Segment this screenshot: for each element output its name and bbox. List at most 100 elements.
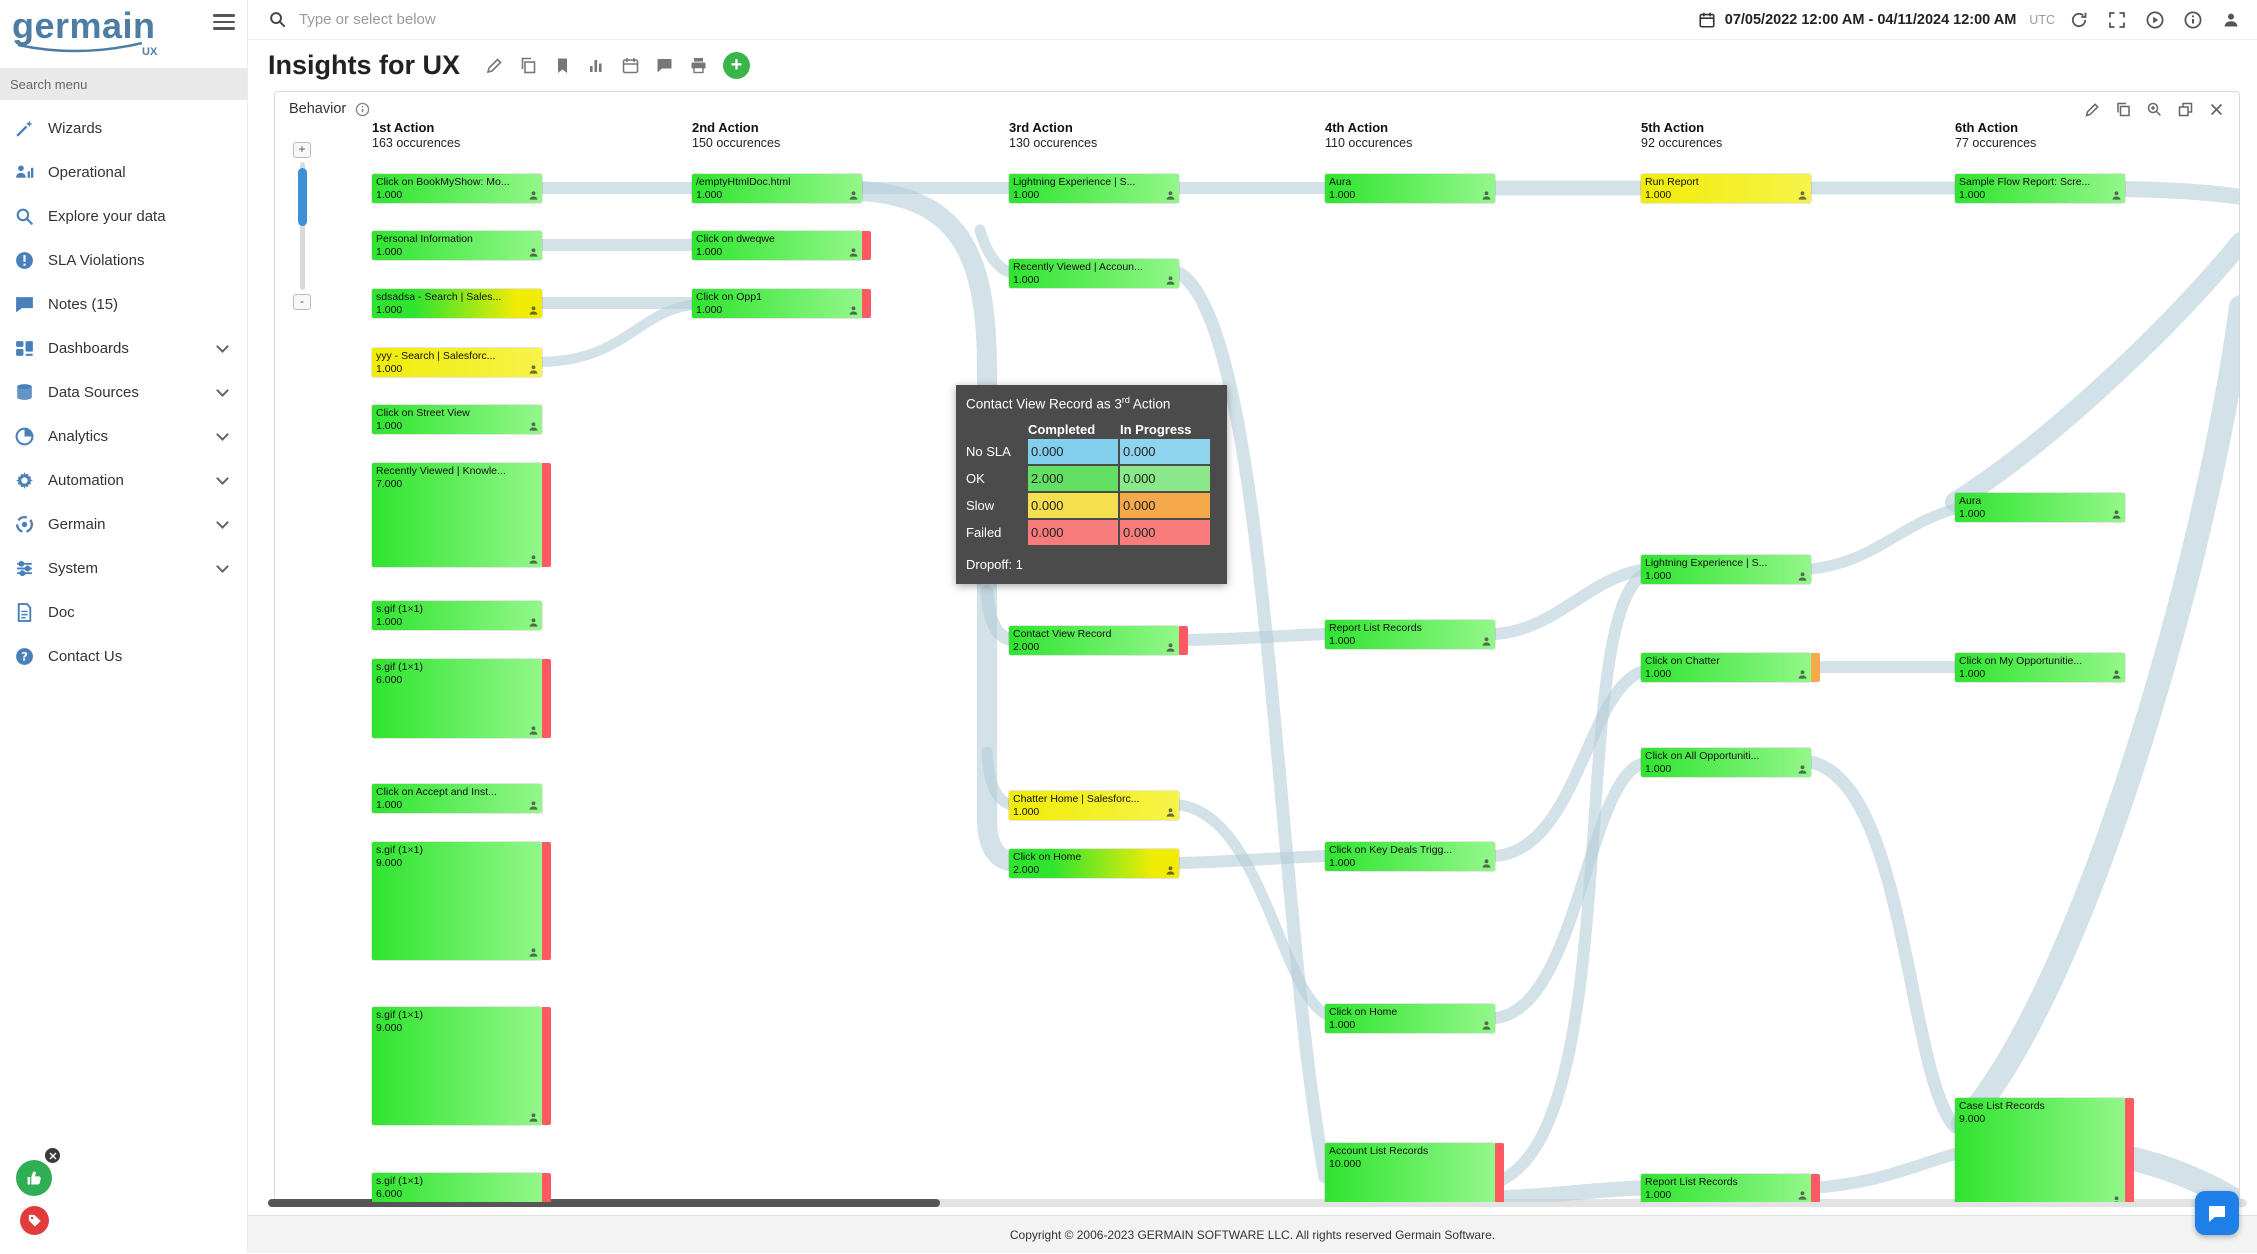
feedback-tag-button[interactable] [20,1206,49,1235]
panel-close-icon[interactable] [2208,101,2225,118]
flow-node[interactable]: s.gif (1×1)6.000 [372,659,551,738]
wand-icon [14,118,35,139]
horizontal-scrollbar-thumb[interactable] [268,1199,940,1207]
app-logo: germain UX [0,0,247,64]
flow-node[interactable]: s.gif (1×1)9.000 [372,842,551,960]
print-icon[interactable] [689,56,708,75]
flow-node[interactable]: sdsadsa - Search | Sales...1.000 [372,289,542,318]
flow-node[interactable]: s.gif (1×1)1.000 [372,601,542,630]
play-button[interactable] [2145,9,2167,31]
sidebar-item-contact-us[interactable]: ?Contact Us [0,634,247,678]
panel-copy-icon[interactable] [2115,101,2132,118]
user-count-icon [529,1113,538,1122]
fullscreen-button[interactable] [2107,9,2129,31]
node-tooltip: Contact View Record as 3rd Action Comple… [956,385,1227,584]
edit-icon[interactable] [485,56,504,75]
flow-node[interactable]: Click on Accept and Inst...1.000 [372,784,542,813]
flow-node[interactable]: Lightning Experience | S...1.000 [1009,174,1179,203]
panel-zoom-icon[interactable] [2146,101,2163,118]
info-button[interactable] [2183,9,2205,31]
feedback-thumbs-up-button[interactable] [16,1160,52,1196]
sidebar-item-wizards[interactable]: Wizards [0,106,247,150]
sidebar-item-germain[interactable]: Germain [0,502,247,546]
bookmark-icon[interactable] [553,56,572,75]
zoom-in-button[interactable]: + [293,142,311,158]
sidebar-item-notes[interactable]: Notes (15) [0,282,247,326]
flow-node[interactable]: Click on All Opportuniti...1.000 [1641,748,1811,777]
dropoff-strip [2125,1098,2134,1202]
refresh-button[interactable] [2069,9,2091,31]
user-count-icon [849,306,858,315]
flow-node[interactable]: Click on BookMyShow: Mo...1.000 [372,174,542,203]
sidebar-item-data-sources[interactable]: Data Sources [0,370,247,414]
zoom-slider-track[interactable] [297,162,307,290]
sidebar-menu-search[interactable]: Search menu [0,68,247,100]
dropoff-strip [542,842,551,960]
alert-icon [14,250,35,271]
chart-icon[interactable] [587,56,606,75]
hamburger-menu-icon[interactable] [211,8,237,32]
sidebar-item-analytics[interactable]: Analytics [0,414,247,458]
info-icon[interactable] [355,102,370,117]
sidebar-item-system[interactable]: System [0,546,247,590]
chat-widget-button[interactable] [2195,1191,2239,1235]
chat-bubble-icon [2209,1206,2225,1222]
user-button[interactable] [2221,9,2243,31]
sidebar-item-operational[interactable]: Operational [0,150,247,194]
zoom-slider-handle[interactable] [297,168,307,226]
analytics-icon [14,426,35,447]
panel-restore-icon[interactable] [2177,101,2194,118]
timezone-label: UTC [2029,12,2055,27]
flow-node[interactable]: Click on My Opportunitie...1.000 [1955,653,2125,682]
sidebar-item-doc[interactable]: Doc [0,590,247,634]
sidebar-item-explore-your-data[interactable]: Explore your data [0,194,247,238]
copy-icon[interactable] [519,56,538,75]
user-count-icon [529,365,538,374]
zoom-out-button[interactable]: - [293,294,311,310]
panel-title: Behavior [289,101,347,117]
comment-icon[interactable] [655,56,674,75]
chevron-down-icon [216,339,229,353]
calendar-icon[interactable] [621,56,640,75]
search-input[interactable] [297,10,1698,29]
flow-node[interactable]: Recently Viewed | Accoun...1.000 [1009,259,1179,288]
flow-node[interactable]: Chatter Home | Salesforc...1.000 [1009,791,1179,820]
flow-node[interactable]: Lightning Experience | S...1.000 [1641,555,1811,584]
flow-node[interactable]: yyy - Search | Salesforc...1.000 [372,348,542,377]
date-range-picker[interactable]: 07/05/2022 12:00 AM - 04/11/2024 12:00 A… [1698,11,2055,29]
sidebar-item-sla-violations[interactable]: SLA Violations [0,238,247,282]
sidebar-item-label: SLA Violations [48,251,145,269]
flow-link [1487,1180,1649,1202]
feedback-close-badge[interactable] [45,1148,60,1163]
flow-node[interactable]: s.gif (1×1)6.000 [372,1173,551,1202]
sidebar-item-automation[interactable]: Automation [0,458,247,502]
panel-edit-icon[interactable] [2084,101,2101,118]
flow-node[interactable]: Sample Flow Report: Scre...1.000 [1955,174,2125,203]
sidebar-item-label: Wizards [48,119,103,137]
flow-node[interactable]: Click on Key Deals Trigg...1.000 [1325,842,1495,871]
sidebar-item-dashboards[interactable]: Dashboards [0,326,247,370]
flow-node[interactable]: Recently Viewed | Knowle...7.000 [372,463,551,567]
horizontal-scrollbar[interactable] [268,1199,2247,1207]
add-button[interactable]: + [723,51,751,79]
flow-node[interactable]: s.gif (1×1)9.000 [372,1007,551,1125]
database-icon [14,382,35,403]
